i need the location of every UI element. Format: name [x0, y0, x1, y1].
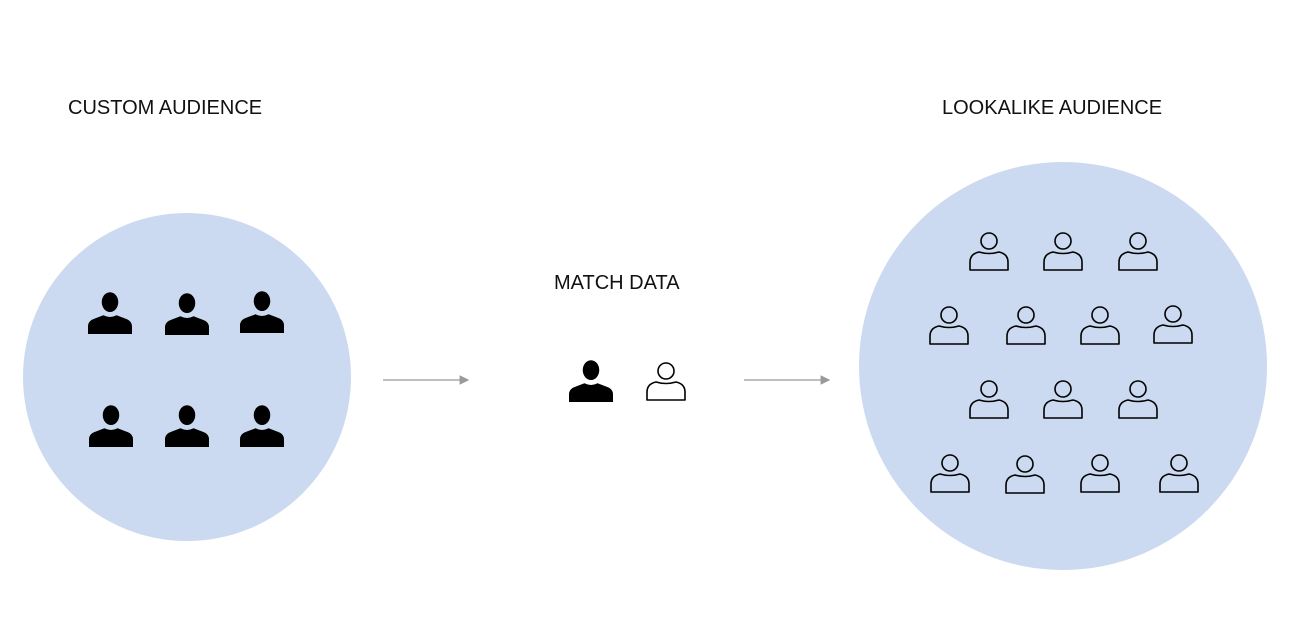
lookalike-person-icon: [1043, 380, 1083, 419]
lookalike-person-icon: [1080, 454, 1120, 493]
lookalike-person-icon: [969, 380, 1009, 419]
match-data-title: MATCH DATA: [554, 272, 680, 294]
lookalike-audience-circle: [859, 162, 1267, 570]
lookalike-person-icon: [1006, 306, 1046, 345]
lookalike-person-icon: [1118, 380, 1158, 419]
lookalike-person-icon: [1005, 455, 1045, 494]
custom-audience-person-icon: [89, 405, 133, 447]
match-person-filled-icon: [569, 360, 613, 402]
custom-audience-person-icon: [165, 293, 209, 335]
lookalike-person-icon: [1159, 454, 1199, 493]
lookalike-person-icon: [929, 306, 969, 345]
custom-audience-circle: [23, 213, 351, 541]
custom-audience-person-icon: [88, 292, 132, 334]
lookalike-person-icon: [1153, 305, 1193, 344]
lookalike-person-icon: [930, 454, 970, 493]
match-person-outline-icon: [646, 362, 686, 401]
custom-audience-person-icon: [165, 405, 209, 447]
lookalike-person-icon: [969, 232, 1009, 271]
custom-audience-person-icon: [240, 405, 284, 447]
lookalike-person-icon: [1043, 232, 1083, 271]
lookalike-person-icon: [1080, 306, 1120, 345]
custom-audience-person-icon: [240, 291, 284, 333]
lookalike-audience-title: LOOKALIKE AUDIENCE: [942, 97, 1163, 119]
lookalike-person-icon: [1118, 232, 1158, 271]
custom-audience-title: CUSTOM AUDIENCE: [68, 97, 263, 119]
